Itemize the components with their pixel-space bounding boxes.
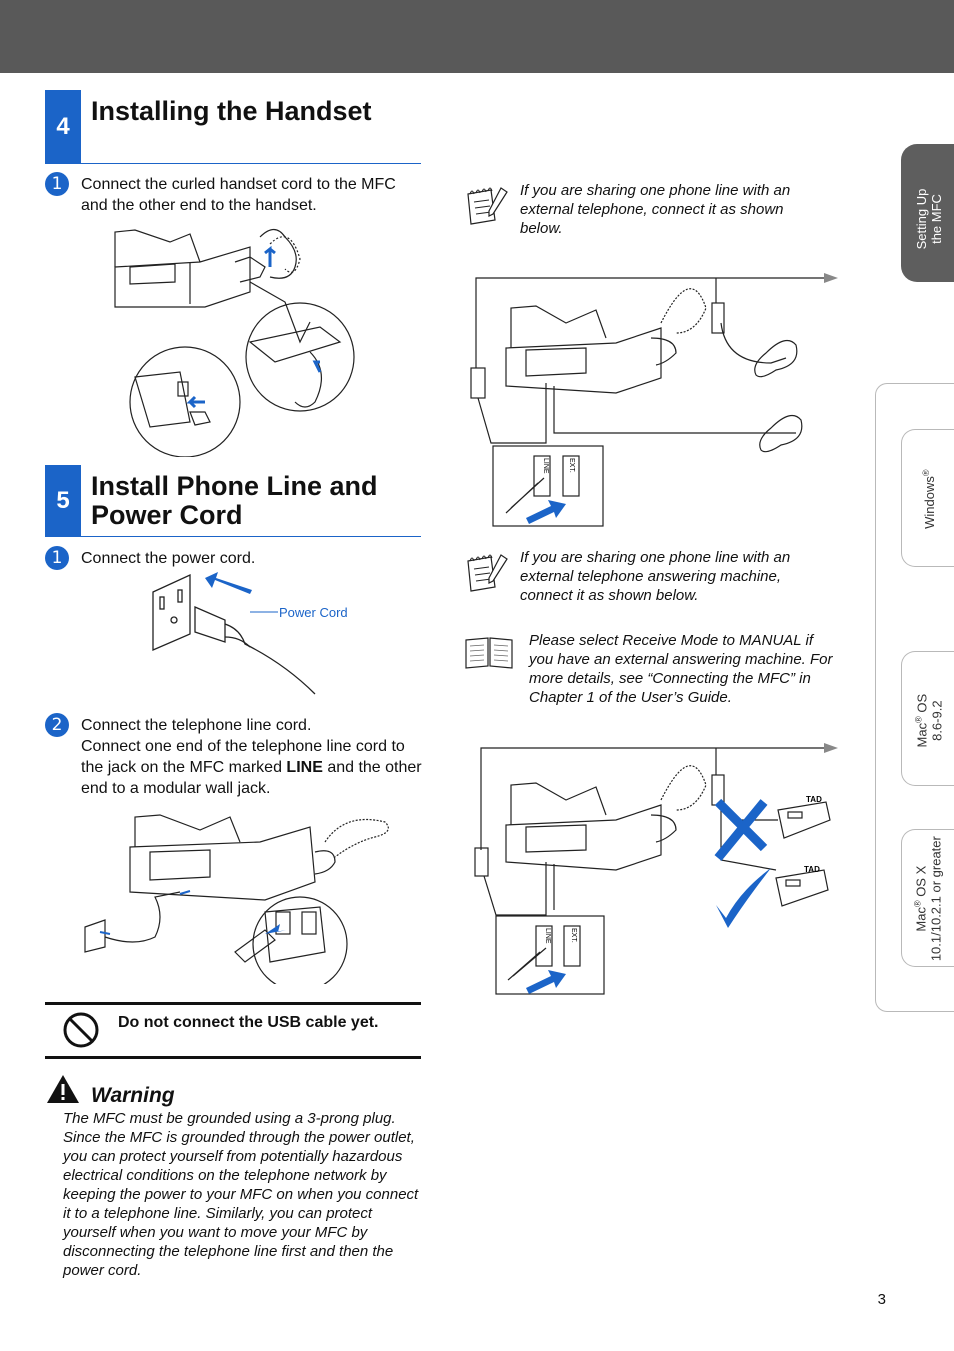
warning-icon (47, 1075, 79, 1103)
warning-heading: Warning (91, 1084, 175, 1107)
section-4-title: Installing the Handset (91, 96, 372, 126)
tab-label-text: OS X (913, 865, 929, 901)
step-number: 1 (45, 546, 69, 570)
tab-label-text: Mac (913, 907, 929, 932)
tab-label-line1: Setting Up (914, 188, 929, 250)
warning-text: The MFC must be grounded using a 3-prong… (63, 1110, 419, 1279)
prohibited-icon (63, 1012, 99, 1048)
section-5-title-line1: Install Phone Line and (91, 471, 378, 501)
line-jack-label: LINE (542, 458, 549, 474)
note-external-phone: If you are sharing one phone line with a… (520, 182, 791, 237)
line-cord-illustration (84, 814, 389, 984)
note-pencil-icon (467, 187, 508, 225)
step-text-part: Connect one end of the telephone line co… (81, 738, 405, 776)
ext-jack-label: EXT. (570, 928, 577, 943)
note-external-tad: If you are sharing one phone line with a… (520, 549, 791, 604)
tab-label-line2: 8.6-9.2 (929, 700, 945, 741)
caution-text: Do not connect the USB cable yet. (118, 1014, 379, 1031)
tab-label-text: Windows (922, 476, 938, 529)
section-5-number: 5 (45, 465, 81, 536)
tab-mac-os-x-label: Mac® OS X 10.1/10.2.1 or greater (910, 814, 943, 984)
line-label: LINE (286, 759, 323, 776)
ext-jack-label: EXT. (568, 458, 575, 473)
note-receive-mode: Please select Receive Mode to MANUAL if … (529, 632, 833, 706)
note-pencil-icon (467, 554, 508, 592)
page-number: 3 (877, 1291, 886, 1308)
registered-mark: ® (912, 900, 923, 908)
external-phone-diagram: LINE EXT. (470, 273, 838, 527)
registered-mark: ® (920, 469, 931, 477)
tab-setting-up[interactable]: Setting Up the MFC (901, 144, 954, 282)
step-text-part: and the other end to a modular wall jack… (81, 759, 422, 797)
power-cord-illustration (152, 572, 316, 695)
section-4-rule (45, 163, 421, 164)
tab-label-line2: the MFC (929, 194, 944, 244)
tab-mac-os[interactable]: Mac® OS 8.6-9.2 (901, 651, 954, 786)
section-4-number: 4 (45, 90, 81, 163)
step-text: Connect the telephone line cord. Connect… (81, 715, 426, 799)
top-banner (0, 0, 954, 73)
section-5-title: Install Phone Line and Power Cord (91, 472, 378, 530)
tad-label: TAD (806, 795, 822, 804)
tad-label: TAD (804, 865, 820, 874)
power-cord-label: Power Cord (279, 605, 348, 620)
tab-group-frame (875, 383, 954, 1012)
tab-setting-up-label: Setting Up the MFC (914, 159, 944, 279)
tab-windows-label: Windows® (919, 439, 937, 559)
section-5-title-line2: Power Cord (91, 500, 243, 530)
step-number: 1 (45, 172, 69, 196)
step-text-line2: Connect one end of the telephone line co… (81, 736, 426, 799)
tab-label-line1: Mac® OS X (910, 814, 928, 984)
step-text: Connect the curled handset cord to the M… (81, 176, 396, 214)
tab-label-line1: Mac® OS (911, 661, 929, 781)
line-jack-label: LINE (544, 928, 551, 944)
tab-label-line2: 10.1/10.2.1 or greater (928, 836, 944, 962)
step-text: Connect the power cord. (81, 550, 256, 567)
step-text-line1: Connect the telephone line cord. (81, 717, 312, 734)
external-tad-diagram: LINE EXT. TAD TAD (474, 743, 838, 995)
tab-mac-os-x[interactable]: Mac® OS X 10.1/10.2.1 or greater (901, 829, 954, 967)
caution-top-rule (45, 1002, 421, 1005)
tab-label-text: Mac (914, 722, 930, 748)
registered-mark: ® (913, 716, 924, 723)
tab-mac-os-label: Mac® OS 8.6-9.2 (911, 661, 944, 781)
handset-illustration (114, 228, 355, 457)
book-icon (465, 637, 513, 669)
step-number: 2 (45, 713, 69, 737)
section-5-rule (45, 536, 421, 537)
tab-windows[interactable]: Windows® (901, 429, 954, 567)
tab-label-text: OS (914, 693, 930, 717)
caution-bottom-rule (45, 1056, 421, 1059)
